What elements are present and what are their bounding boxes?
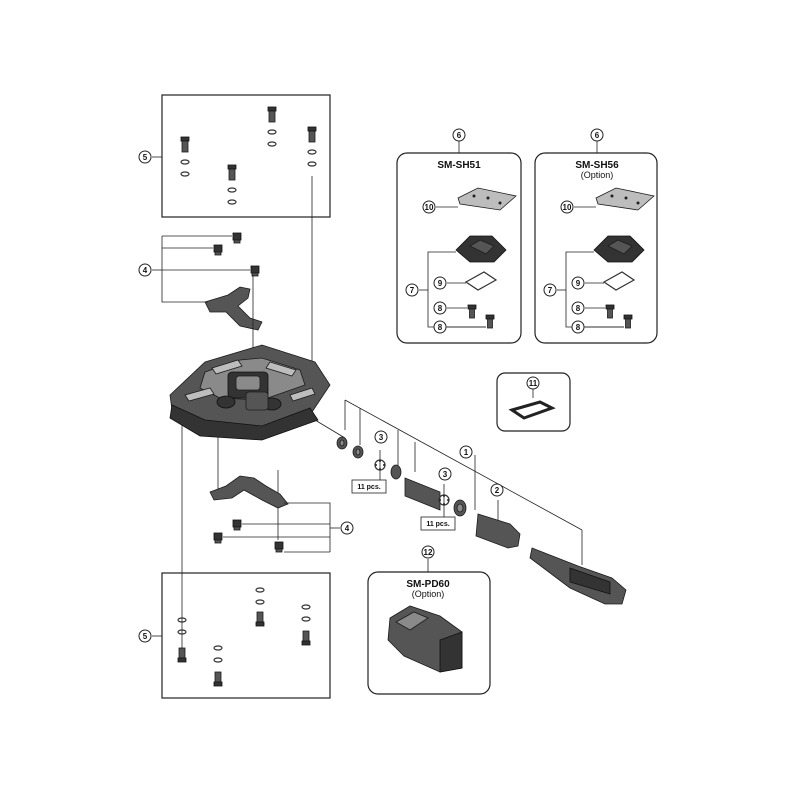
sm-pd60-box	[367, 571, 491, 695]
callout-c6a: 6	[452, 128, 466, 142]
callout-circle	[138, 150, 152, 164]
callout-number: 5	[143, 632, 148, 641]
callout-circle	[433, 320, 447, 334]
callout-number: 10	[563, 203, 572, 212]
callout-c8a: 8	[433, 301, 447, 315]
callout-number: 5	[143, 153, 148, 162]
callout-c7b: 7	[543, 283, 557, 297]
callout-circle	[422, 200, 436, 214]
callout-number: 12	[424, 548, 433, 557]
callout-number: 4	[143, 266, 148, 275]
callout-circle	[571, 301, 585, 315]
callout-circle	[138, 263, 152, 277]
callout-number: 2	[495, 486, 500, 495]
callout-c5a: 5	[138, 150, 152, 164]
callout-number: 7	[410, 286, 415, 295]
callout-c1: 1	[459, 445, 473, 459]
quantity-tag-b-text: 11 pcs.	[426, 521, 449, 528]
callout-c10a: 10	[422, 200, 436, 214]
callout-circle	[374, 430, 388, 444]
callout-number: 8	[576, 323, 581, 332]
callout-number: 4	[345, 524, 350, 533]
callout-number: 8	[438, 323, 443, 332]
callout-number: 11	[529, 379, 538, 388]
quantity-tag-a: 11 pcs.	[351, 479, 387, 494]
callout-circle	[571, 276, 585, 290]
callout-c3b: 3	[438, 467, 452, 481]
callout-number: 9	[438, 279, 443, 288]
axle-small-parts	[336, 436, 521, 549]
callout-c7a: 7	[405, 283, 419, 297]
callout-circle	[433, 276, 447, 290]
callout-number: 6	[457, 131, 462, 140]
callout-circle	[438, 467, 452, 481]
callout-circle	[526, 376, 540, 390]
sm-sh56-cleat-parts	[593, 187, 655, 329]
callout-c4a: 4	[138, 263, 152, 277]
callout-c9b: 9	[571, 276, 585, 290]
quantity-tag-b: 11 pcs.	[420, 516, 456, 531]
pedal-body	[169, 344, 331, 441]
callout-c11: 11	[526, 376, 540, 390]
sm-sh51-title: SM-SH51	[437, 160, 481, 171]
callout-c2: 2	[490, 483, 504, 497]
part-11-box	[496, 372, 571, 432]
callout-circle	[433, 301, 447, 315]
callout-circle	[459, 445, 473, 459]
callout-circle	[138, 629, 152, 643]
callout-number: 8	[438, 304, 443, 313]
top-cleat-retainer-bolts	[213, 232, 260, 277]
callout-c8c: 8	[571, 301, 585, 315]
callout-circle	[571, 320, 585, 334]
callout-circle	[405, 283, 419, 297]
sm-sh56-box	[534, 152, 658, 344]
callout-number: 8	[576, 304, 581, 313]
sm-sh56-title: SM-SH56	[575, 160, 619, 171]
sm-sh56-subtitle: (Option)	[581, 170, 614, 180]
callout-number: 7	[548, 286, 553, 295]
callout-number: 3	[443, 470, 448, 479]
lock-bush-unit	[475, 513, 521, 549]
callout-number: 10	[425, 203, 434, 212]
bottom-fixing-bolt-box	[161, 572, 331, 699]
callout-number: 6	[595, 131, 600, 140]
callout-c6b: 6	[590, 128, 604, 142]
axle-sleeve	[404, 477, 441, 511]
sm-sh51-cleat-parts	[455, 187, 517, 329]
callout-c8d: 8	[571, 320, 585, 334]
callout-c3a: 3	[374, 430, 388, 444]
quantity-tag-a-text: 11 pcs.	[357, 484, 380, 491]
bottom-cleat-retainer-plate	[209, 475, 289, 509]
callout-c8b: 8	[433, 320, 447, 334]
pedal-adapter-part	[387, 605, 463, 673]
callout-circle	[340, 521, 354, 535]
callout-c12: 12	[421, 545, 435, 559]
top-fixing-bolt-box	[161, 94, 331, 218]
sm-pd60-title: SM-PD60	[406, 579, 450, 590]
callout-circle	[590, 128, 604, 142]
top-cleat-retainer-plate	[204, 286, 263, 331]
bottom-fixing-bolts	[177, 587, 311, 687]
callout-c4b: 4	[340, 521, 354, 535]
callout-circle	[490, 483, 504, 497]
callout-circle	[421, 545, 435, 559]
callout-circle	[560, 200, 574, 214]
callout-circle	[452, 128, 466, 142]
callout-c9a: 9	[433, 276, 447, 290]
sm-pd60-subtitle: (Option)	[412, 589, 445, 599]
bottom-cleat-retainer-bolts	[213, 519, 284, 553]
callout-number: 9	[576, 279, 581, 288]
callout-circle	[543, 283, 557, 297]
rubber-band-part	[508, 400, 556, 420]
callout-number: 3	[379, 433, 384, 442]
top-fixing-bolts	[180, 106, 317, 205]
callout-c5b: 5	[138, 629, 152, 643]
callout-number: 1	[464, 448, 469, 457]
callout-c10b: 10	[560, 200, 574, 214]
